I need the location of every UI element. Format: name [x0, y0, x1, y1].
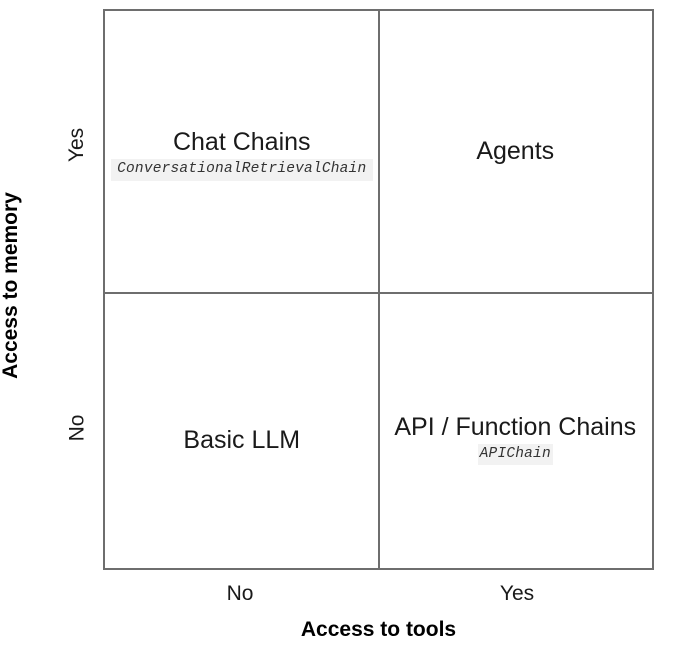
quadrant-title: Basic LLM [183, 425, 301, 454]
quadrant-title: Agents [476, 137, 555, 165]
quadrant-top-right: Agents [379, 11, 653, 293]
x-axis-tick-no: No [226, 582, 254, 605]
y-axis-label-text: Access to memory [0, 192, 22, 379]
x-axis-tick-yes: Yes [499, 582, 535, 605]
y-axis-tick-no: No [64, 414, 88, 442]
quadrant-title: Chat Chains [172, 128, 311, 156]
matrix-frame: Chat Chains ConversationalRetrievalChain… [103, 9, 654, 570]
y-axis-tick-yes: Yes [64, 127, 88, 163]
quadrant-subtitle: ConversationalRetrievalChain [110, 158, 373, 181]
vertical-divider [377, 11, 380, 568]
quadrant-subtitle: APIChain [477, 443, 553, 466]
quadrant-bottom-right: API / Function Chains APIChain [379, 293, 653, 568]
quadrant-bottom-left: Basic LLM [105, 293, 379, 568]
quadrant-title: API / Function Chains [394, 412, 637, 441]
horizontal-divider [105, 291, 652, 294]
x-axis-label: Access to tools [300, 618, 457, 641]
quadrant-top-left: Chat Chains ConversationalRetrievalChain [105, 11, 379, 293]
y-axis-label: Access to memory [0, 0, 29, 561]
